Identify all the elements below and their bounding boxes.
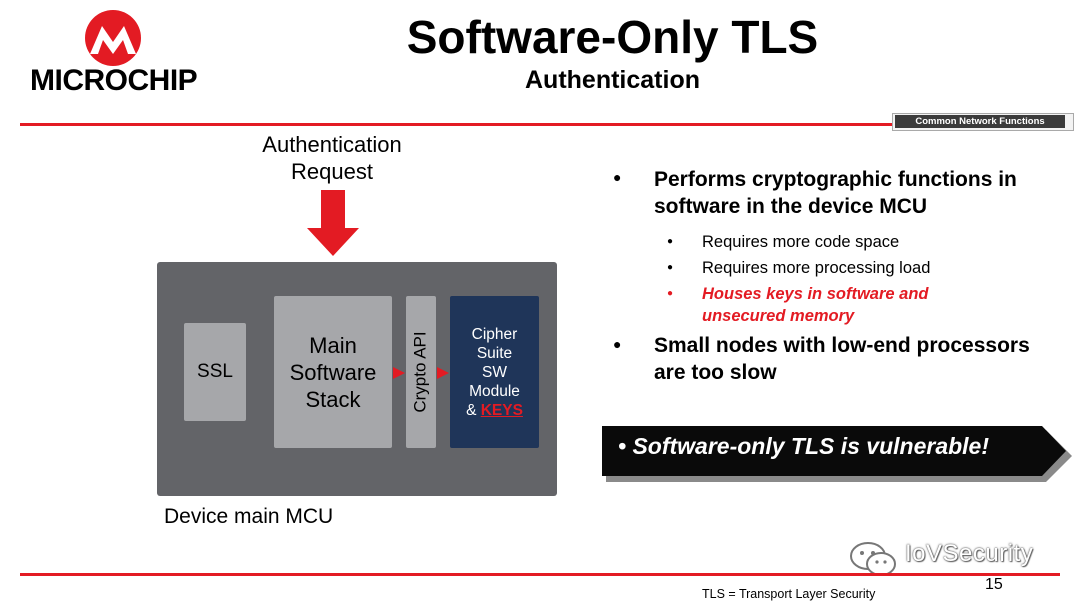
stack-line: Main (309, 332, 357, 358)
stack-line: Software (289, 359, 377, 385)
cipher-amp: & (466, 401, 481, 419)
crypto-api-block (406, 296, 436, 448)
bullet-sub-1: Requires more code space (702, 233, 900, 251)
arrow-right-icon (437, 367, 449, 379)
slide-title: Software-Only TLS (406, 11, 819, 63)
wechat-icon (850, 542, 896, 576)
watermark-text: IoVSecurity (905, 540, 1034, 567)
cipher-line: Module (469, 382, 520, 400)
bullet-icon: ● (667, 262, 674, 273)
vulnerable-banner (602, 426, 1072, 482)
bullet-main-1: Performs cryptographic functions in soft… (654, 168, 1017, 218)
microchip-logo (85, 10, 141, 66)
bullet-main-2: Small nodes with low-end processors are … (654, 334, 1030, 384)
cipher-line: Cipher (471, 325, 518, 343)
main-software-stack-block: Main Software Stack (274, 296, 392, 448)
device-mcu-label: Device main MCU (164, 505, 334, 528)
auth-request-line2: Request (291, 159, 373, 184)
footnote: TLS = Transport Layer Security (702, 587, 876, 601)
brand-wordmark: MICROCHIP (30, 64, 198, 97)
bullet-icon: ● (667, 288, 674, 299)
cipher-line: Suite (476, 344, 513, 362)
cipher-suite-block: Cipher Suite SW Module & KEYS (450, 296, 539, 448)
bullet-sub-3: Houses keys in software and unsecured me… (702, 285, 929, 325)
keys-label: KEYS (480, 401, 523, 419)
slide-subtitle: Authentication (525, 66, 700, 94)
arrow-down-icon (307, 190, 359, 256)
auth-request-label: Authentication Request (232, 131, 432, 185)
ssl-block: SSL (184, 323, 246, 421)
section-tag: Common Network Functions (895, 115, 1065, 128)
header-divider (20, 123, 892, 126)
arrow-right-icon (393, 367, 405, 379)
bullet-icon: ● (613, 336, 622, 352)
bullet-sub-2: Requires more processing load (702, 259, 931, 277)
footer-divider (20, 573, 1060, 576)
crypto-api-label: Crypto API (411, 331, 431, 413)
cipher-line: SW (482, 363, 507, 381)
banner-text: • Software-only TLS is vulnerable! (618, 433, 990, 459)
bullet-icon: ● (667, 236, 674, 247)
auth-request-line1: Authentication (262, 132, 402, 157)
stack-line: Stack (305, 386, 361, 412)
bullet-icon: ● (613, 169, 622, 185)
cipher-keys-line: & KEYS (466, 401, 523, 420)
crypto-api-label-wrap: Crypto API (406, 296, 436, 448)
page-number: 15 (985, 576, 1003, 593)
